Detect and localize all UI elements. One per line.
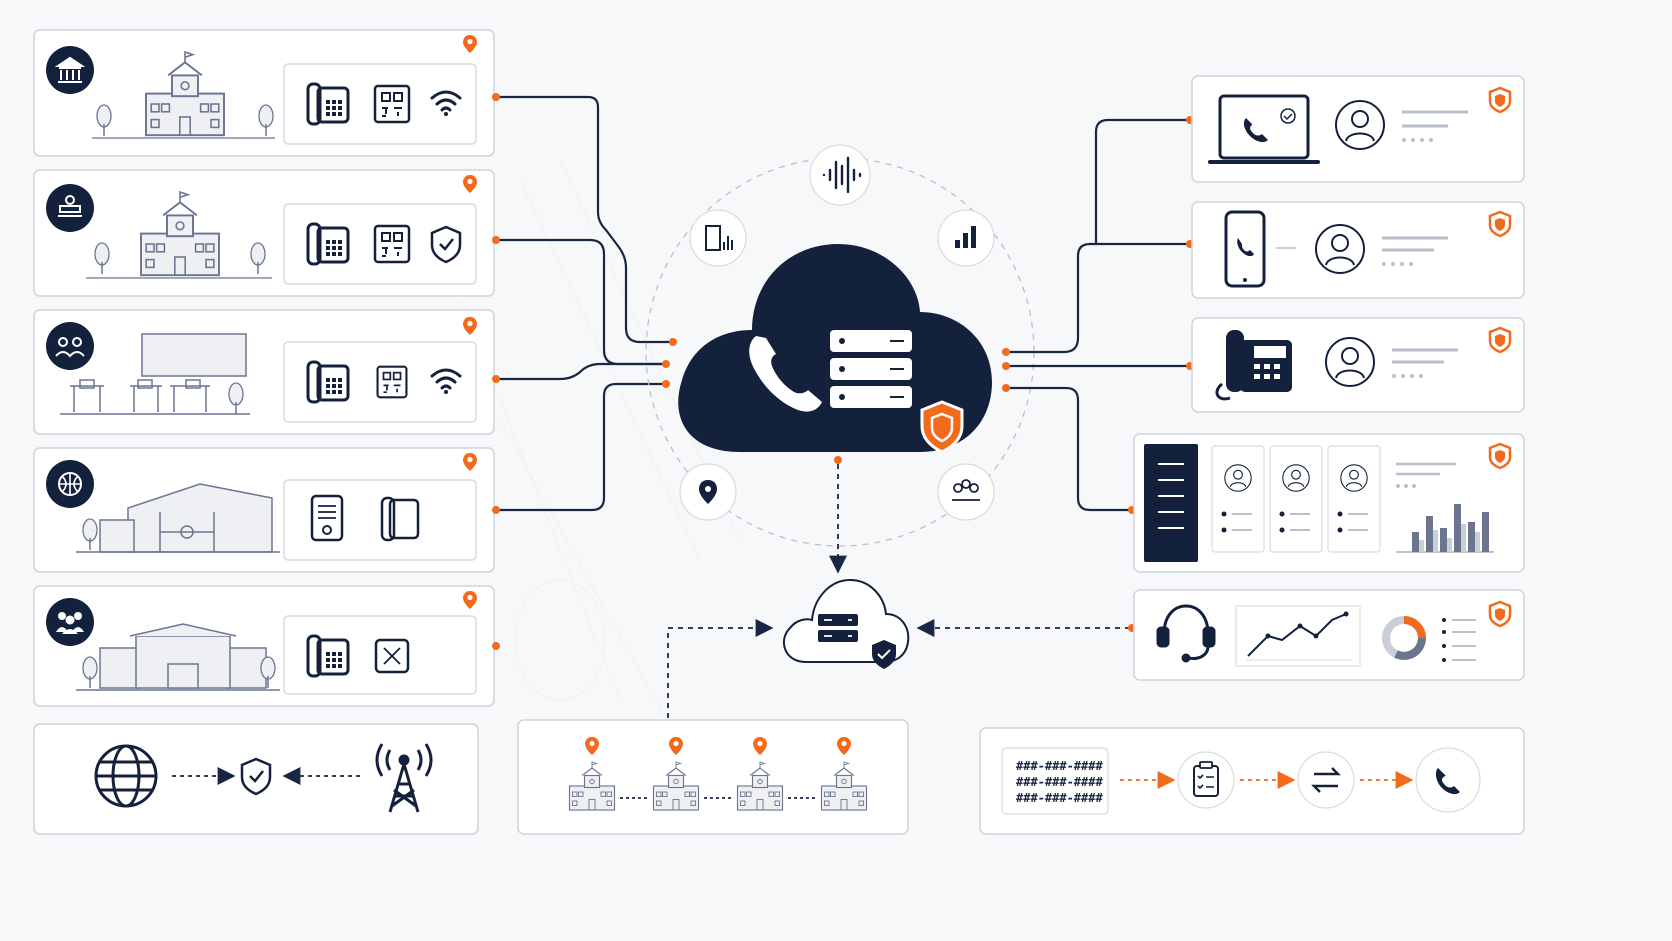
site-card-2[interactable] — [33, 169, 495, 297]
phone-icon — [749, 336, 822, 412]
site-card-1[interactable] — [33, 29, 495, 157]
donut-chart-icon — [1382, 616, 1426, 660]
voice-waveform-icon — [809, 144, 871, 206]
user-avatar-icon — [1224, 464, 1252, 492]
admin-dashboard-icon — [1144, 444, 1198, 562]
endpoint-card-analytics[interactable] — [1133, 589, 1525, 681]
radio-tower-icon — [375, 743, 433, 813]
shield-check-icon — [872, 640, 896, 669]
desk-phone-icon — [1215, 330, 1292, 401]
central-cloud-platform[interactable] — [645, 144, 1035, 547]
user-avatar-icon — [1315, 224, 1365, 274]
building-analytics-icon — [689, 209, 747, 267]
user-card-list — [1211, 445, 1381, 553]
user-avatar-icon — [1335, 100, 1385, 150]
connectivity-card — [33, 723, 479, 835]
phone-number-pattern: ###-###-#### — [1016, 775, 1103, 789]
campus-network-card — [517, 719, 909, 835]
user-avatar-icon — [1325, 337, 1375, 387]
shield-icon — [920, 400, 964, 454]
user-avatar-icon — [1282, 464, 1310, 492]
backup-cloud — [782, 578, 910, 669]
gymnasium-illustration — [76, 483, 280, 553]
podium-icon — [46, 184, 94, 232]
connector-dots — [492, 93, 677, 650]
paging-panel-icon — [374, 638, 410, 674]
wall-phone-icon — [380, 496, 420, 542]
phone-icon — [1415, 747, 1481, 813]
server-icon — [818, 614, 858, 642]
classroom-illustration — [60, 333, 250, 415]
endpoint-card-mobile[interactable] — [1191, 201, 1525, 299]
number-porting-card: ###-###-#### ###-###-#### ###-###-#### — [979, 727, 1525, 835]
intercom-icon — [310, 494, 344, 542]
laptop-softphone-icon — [1208, 94, 1320, 164]
admin-building-illustration — [76, 623, 280, 691]
endpoint-card-laptop[interactable] — [1191, 75, 1525, 183]
location-pin-icon — [679, 463, 737, 521]
government-building-icon — [46, 46, 94, 94]
right-connectors — [1006, 118, 1188, 512]
headset-icon — [1156, 604, 1216, 663]
bar-chart-icon — [1396, 504, 1494, 553]
people-group-icon — [46, 598, 94, 646]
endpoint-card-dashboard[interactable] — [1133, 433, 1525, 573]
site-card-4[interactable] — [33, 447, 495, 573]
user-avatar-icon — [1340, 464, 1368, 492]
globe-icon — [94, 744, 158, 808]
analytics-chart-icon — [1235, 605, 1361, 667]
endpoint-card-deskphone[interactable] — [1191, 317, 1525, 413]
basketball-icon — [46, 460, 94, 508]
phone-number-pattern: ###-###-#### — [1016, 791, 1103, 805]
site-card-5[interactable] — [33, 585, 495, 707]
team-icon — [937, 463, 995, 521]
site-card-3[interactable] — [33, 309, 495, 435]
bar-chart-icon — [937, 209, 995, 267]
mobile-phone-icon — [1224, 210, 1266, 288]
server-stack-icon — [830, 330, 912, 408]
left-connectors — [496, 95, 672, 512]
transfer-arrows-icon — [1297, 751, 1355, 809]
background-map — [459, 159, 741, 781]
classroom-group-icon — [46, 322, 94, 370]
clipboard-checklist-icon — [1177, 751, 1235, 809]
phone-number-pattern: ###-###-#### — [1016, 759, 1103, 773]
